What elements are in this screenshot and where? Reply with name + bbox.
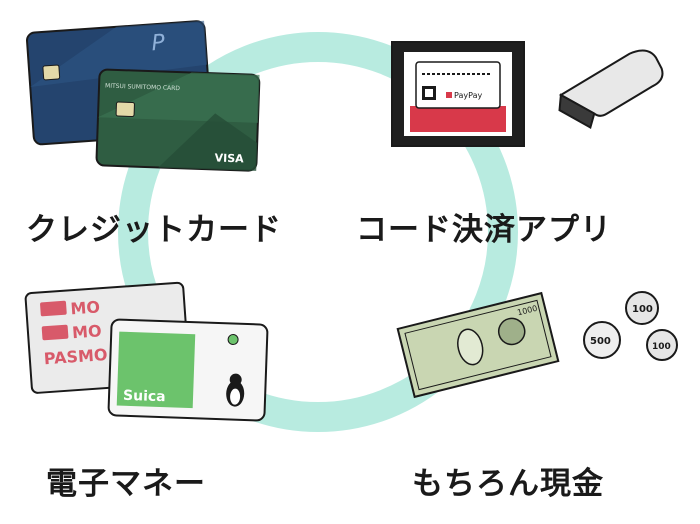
penguin-icon	[226, 373, 245, 407]
paypay-logo: PayPay	[454, 91, 482, 100]
emoney-label: 電子マネー	[46, 466, 206, 502]
chip-icon	[115, 101, 135, 118]
emoney-illustration: MO MO PASMO Suica	[24, 281, 269, 422]
credit-card-label: クレジットカード	[26, 212, 282, 248]
pasmo-logo: PASMO	[43, 345, 108, 368]
cash-illustration: 1000 100 500 100	[396, 291, 678, 399]
coin-icon: 100	[625, 291, 659, 325]
svg-text:MO: MO	[71, 321, 102, 342]
visa-logo: VISA	[214, 151, 244, 165]
pasmo-train-icon	[41, 324, 69, 341]
pasmo-train-icon	[40, 300, 67, 317]
background-ring	[118, 32, 518, 432]
svg-text:100: 100	[652, 342, 671, 352]
svg-text:100: 100	[632, 304, 653, 315]
banknote-watermark	[457, 328, 484, 366]
portrait-icon	[497, 317, 526, 346]
chip-icon	[42, 64, 61, 81]
code-payment-label: コード決済アプリ	[356, 212, 612, 248]
suica-logo: Suica	[123, 388, 166, 405]
ic-logo-icon	[227, 334, 239, 346]
suica-green-panel	[116, 331, 196, 409]
terminal-red-base	[410, 106, 506, 132]
svg-text:500: 500	[590, 336, 611, 347]
coin-icon: 500	[583, 321, 621, 359]
credit-card-illustration: P MITSUI SUMITOMO CARD VISA	[26, 20, 261, 172]
card-logo-letter: P	[151, 30, 167, 56]
svg-text:MO: MO	[70, 297, 101, 318]
card-issuer-text: MITSUI SUMITOMO CARD	[105, 83, 180, 93]
cash-label: もちろん現金	[412, 466, 604, 502]
barcode-scanner-icon	[558, 49, 664, 129]
code-payment-illustration: PayPay	[391, 41, 664, 147]
coin-icon: 100	[646, 329, 678, 361]
